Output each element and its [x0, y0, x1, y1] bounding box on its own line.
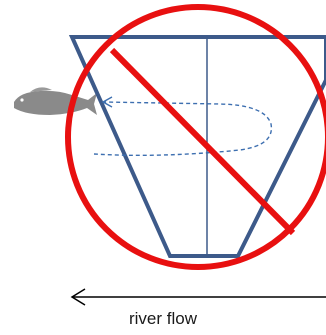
flow-arrow-icon: [70, 288, 326, 306]
flow-label: river flow: [128, 309, 197, 328]
fish-path: [93, 96, 273, 157]
fish-icon: [14, 87, 97, 115]
prohibition-icon: [65, 4, 326, 270]
trap-funnel: [68, 35, 326, 258]
